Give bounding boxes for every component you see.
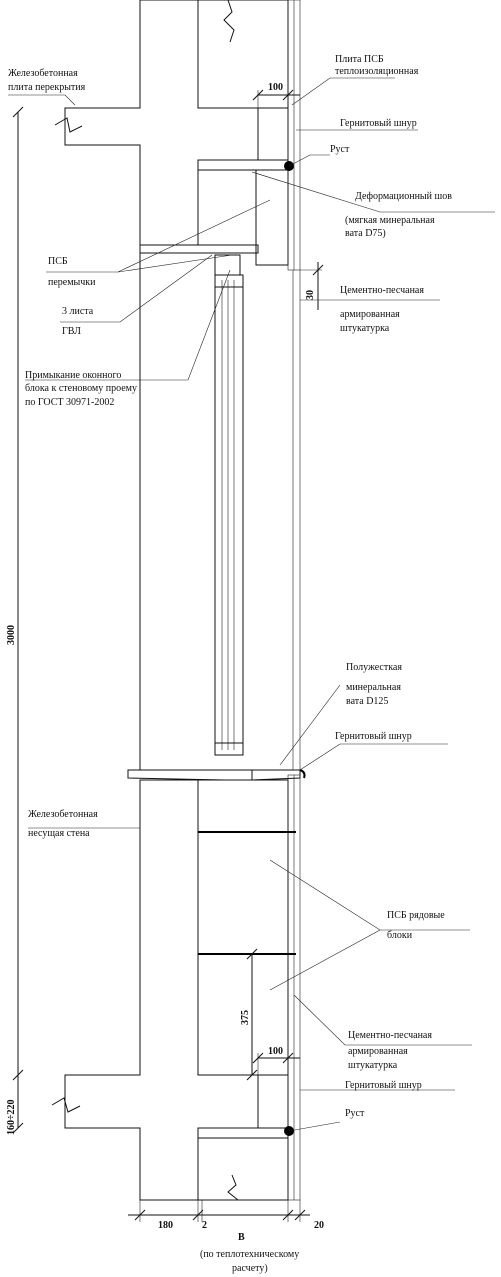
granite-cord-mid-icon — [299, 769, 306, 779]
window-block — [214, 254, 244, 756]
lintel-psb — [197, 169, 289, 266]
svg-text:вата D125: вата D125 — [346, 696, 388, 707]
svg-text:минеральная: минеральная — [346, 682, 401, 693]
svg-text:Плита ПСБ: Плита ПСБ — [335, 54, 384, 65]
break-mark-left-bottom — [51, 1097, 81, 1113]
svg-text:по ГОСТ 30971-2002: по ГОСТ 30971-2002 — [25, 397, 114, 408]
top-concrete-wall — [64, 0, 259, 246]
dim-text-3000: 3000 — [6, 625, 17, 645]
svg-text:штукатурка: штукатурка — [348, 1060, 398, 1071]
dim-text-180: 180 — [158, 1220, 173, 1231]
label-psb-lintel: ПСБ перемычки — [48, 256, 96, 288]
svg-text:Полужесткая: Полужесткая — [346, 662, 402, 673]
label-rust-top: Руст — [330, 144, 350, 155]
svg-text:блоки: блоки — [387, 930, 413, 941]
svg-text:ПСБ: ПСБ — [48, 256, 68, 267]
psb-row-blocks — [197, 779, 296, 1076]
dimension-3000-line — [12, 106, 24, 1134]
svg-text:ГВЛ: ГВЛ — [62, 326, 81, 337]
gvl-sheets — [139, 244, 259, 254]
svg-text:ПСБ рядовые: ПСБ рядовые — [387, 910, 445, 921]
svg-text:Железобетонная: Железобетонная — [28, 809, 98, 820]
label-semi-rigid-wool: Полужесткая минеральная вата D125 — [346, 662, 402, 707]
label-window-junction: Примыкание оконного блока к стеновому пр… — [25, 370, 137, 408]
leader-lines — [8, 77, 495, 1132]
label-deformation-joint: Деформационный шов (мягкая минеральная в… — [345, 191, 452, 239]
window-sill — [127, 769, 301, 781]
svg-text:расчету): расчету) — [232, 1263, 268, 1274]
svg-text:Деформационный шов: Деформационный шов — [355, 191, 452, 202]
top-insulation-slab — [257, 107, 289, 161]
svg-text:плита перекрытия: плита перекрытия — [8, 82, 86, 93]
break-mark-bottom — [227, 1174, 239, 1201]
label-granite-cord-bottom: Гернитовый шнур — [345, 1080, 422, 1091]
break-mark-top — [223, 0, 235, 43]
plaster-layer-bottom — [287, 774, 301, 1201]
label-psb-insulation: Плита ПСБ теплоизоляционная — [335, 54, 419, 77]
dimension-375 — [246, 948, 258, 1081]
label-granite-cord-top: Гернитовый шнур — [340, 118, 417, 129]
dim-text-top-100: 100 — [268, 82, 283, 93]
svg-text:штукатурка: штукатурка — [340, 323, 390, 334]
svg-text:Цементно-песчаная: Цементно-песчаная — [348, 1030, 432, 1041]
svg-text:армированная: армированная — [340, 309, 400, 320]
label-granite-cord-mid: Гернитовый шнур — [335, 731, 412, 742]
svg-text:блока к стеновому проему: блока к стеновому проему — [25, 383, 137, 394]
label-psb-blocks: ПСБ рядовые блоки — [387, 910, 445, 941]
dimension-30 — [300, 262, 324, 310]
dim-text-bottom-100: 100 — [268, 1046, 283, 1057]
label-plaster-top: Цементно-песчаная армированная штукатурк… — [340, 285, 424, 334]
label-rust-bottom: Руст — [345, 1108, 365, 1119]
svg-text:Примыкание оконного: Примыкание оконного — [25, 370, 121, 381]
rust-strip-bottom — [197, 1127, 289, 1139]
bottom-psb-block — [197, 1137, 289, 1201]
dim-text-30: 30 — [305, 290, 316, 300]
svg-text:несущая стена: несущая стена — [28, 828, 90, 839]
dim-text-2: 2 — [202, 1220, 207, 1231]
svg-text:теплоизоляционная: теплоизоляционная — [335, 66, 419, 77]
svg-text:перемычки: перемычки — [48, 277, 96, 288]
bottom-insulation-slab — [257, 1074, 289, 1129]
rust-strip-top — [197, 159, 289, 171]
svg-text:3 листа: 3 листа — [62, 306, 94, 317]
dim-text-375: 375 — [240, 1010, 251, 1025]
label-rc-wall: Железобетонная несущая стена — [28, 809, 98, 839]
svg-text:вата D75): вата D75) — [345, 228, 386, 239]
svg-text:Цементно-песчаная: Цементно-песчаная — [340, 285, 424, 296]
break-mark-left-top — [54, 117, 83, 133]
label-rc-slab: Железобетонная плита перекрытия — [8, 68, 86, 93]
dimension-bottom-100 — [252, 1052, 300, 1075]
label-plaster-bottom: Цементно-песчаная армированная штукатурк… — [348, 1030, 432, 1071]
svg-text:(по теплотехническому: (по теплотехническому — [200, 1249, 299, 1260]
bottom-concrete-wall — [64, 779, 259, 1201]
dimension-top-100 — [252, 89, 300, 108]
plaster-layer-top — [287, 0, 301, 271]
dim-text-20: 20 — [314, 1220, 324, 1231]
svg-text:(мягкая минеральная: (мягкая минеральная — [345, 215, 435, 226]
label-gvl: 3 листа ГВЛ — [62, 306, 94, 337]
dim-text-160-220: 160÷220 — [6, 1100, 17, 1136]
svg-text:Железобетонная: Железобетонная — [8, 68, 78, 79]
calc-note: (по теплотехническому расчету) — [200, 1249, 299, 1274]
dimension-bottom-line — [128, 1200, 310, 1222]
svg-text:армированная: армированная — [348, 1046, 408, 1057]
dim-text-b: В — [238, 1232, 245, 1243]
